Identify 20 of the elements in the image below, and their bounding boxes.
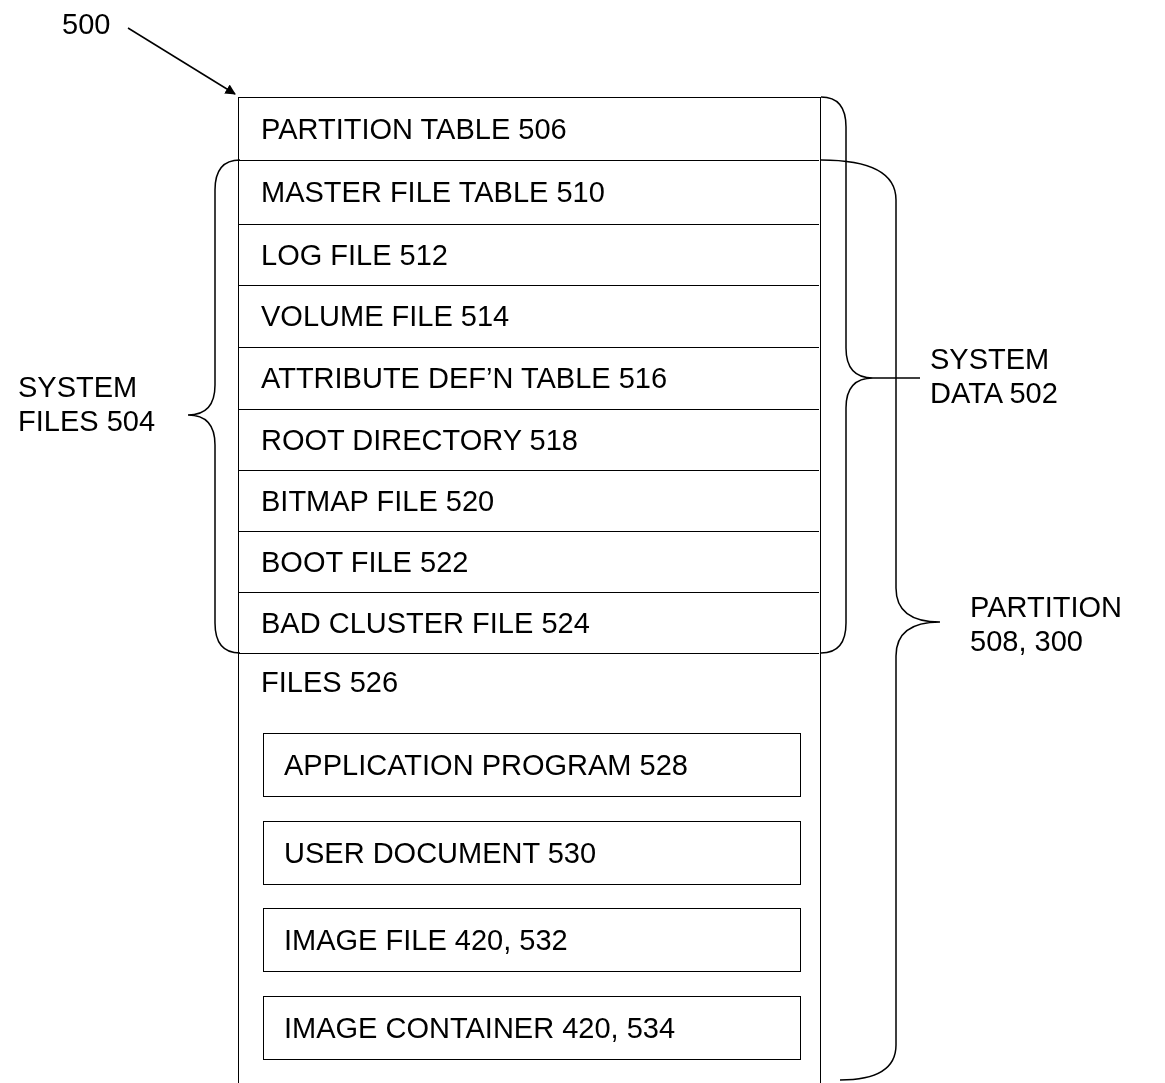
table-row: MASTER FILE TABLE 510 (239, 161, 819, 225)
table-row: ROOT DIRECTORY 518 (239, 410, 819, 471)
brace-label: SYSTEM FILES 504 (18, 370, 157, 438)
table-row: ATTRIBUTE DEF’N TABLE 516 (239, 348, 819, 410)
file-box: APPLICATION PROGRAM 528 (263, 733, 801, 797)
table-row: LOG FILE 512 (239, 225, 819, 286)
table-row: VOLUME FILE 514 (239, 286, 819, 348)
partition-column (238, 97, 821, 1083)
table-row: BOOT FILE 522 (239, 532, 819, 593)
table-row: PARTITION TABLE 506 (239, 98, 819, 161)
file-box: USER DOCUMENT 530 (263, 821, 801, 885)
table-row: BAD CLUSTER FILE 524 (239, 593, 819, 654)
file-box: IMAGE CONTAINER 420, 534 (263, 996, 801, 1060)
arrow (127, 27, 236, 95)
file-box: IMAGE FILE 420, 532 (263, 908, 801, 972)
reference-numeral: 500 (62, 8, 122, 48)
brace-label: SYSTEM DATA 502 (930, 342, 1059, 410)
brace-label: PARTITION 508, 300 (970, 590, 1123, 658)
table-row: BITMAP FILE 520 (239, 471, 819, 532)
region-title: FILES 526 (261, 666, 399, 699)
